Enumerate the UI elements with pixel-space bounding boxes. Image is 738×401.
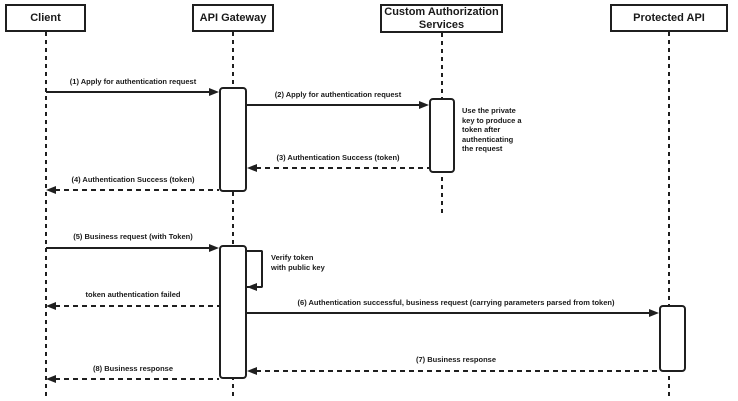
participant-box-protected-api: Protected API bbox=[610, 4, 728, 32]
message-5-line bbox=[46, 247, 210, 249]
message-8-label: (8) Business response bbox=[92, 364, 174, 373]
lifeline-client bbox=[45, 32, 47, 398]
arrowhead-right-icon bbox=[649, 309, 659, 317]
participant-box-custom-authorization-services: Custom Authorization Services bbox=[380, 4, 503, 33]
arrowhead-left-icon bbox=[46, 375, 56, 383]
participant-box-api-gateway: API Gateway bbox=[192, 4, 274, 32]
lifeline-protected-api bbox=[668, 32, 670, 397]
note-private-key: Use the private key to produce a token a… bbox=[462, 106, 522, 153]
activation-custom-authorization-services bbox=[429, 98, 455, 173]
message-1-label: (1) Apply for authentication request bbox=[69, 77, 197, 86]
arrowhead-left-icon bbox=[247, 164, 257, 172]
activation-api-gateway-2 bbox=[219, 245, 247, 379]
participant-box-client: Client bbox=[5, 4, 86, 32]
message-3-label: (3) Authentication Success (token) bbox=[276, 153, 400, 162]
arrowhead-left-icon bbox=[46, 302, 56, 310]
arrowhead-right-icon bbox=[419, 101, 429, 109]
message-6-label: (6) Authentication successful, business … bbox=[297, 298, 615, 307]
activation-api-gateway-1 bbox=[219, 87, 247, 192]
lifeline-api-gateway bbox=[232, 32, 234, 398]
message-4-label: (4) Authentication Success (token) bbox=[71, 175, 195, 184]
message-1-line bbox=[46, 91, 210, 93]
message-3-line bbox=[256, 167, 429, 169]
message-8-line bbox=[55, 378, 219, 380]
message-2-line bbox=[247, 104, 420, 106]
message-4-line bbox=[55, 189, 219, 191]
message-5-label: (5) Business request (with Token) bbox=[73, 232, 193, 241]
arrowhead-left-icon bbox=[247, 283, 257, 291]
message-2-label: (2) Apply for authentication request bbox=[274, 90, 402, 99]
message-failed-line bbox=[55, 305, 219, 307]
message-7-line bbox=[256, 370, 659, 372]
arrowhead-right-icon bbox=[209, 244, 219, 252]
message-7-label: (7) Business response bbox=[415, 355, 497, 364]
arrowhead-left-icon bbox=[247, 367, 257, 375]
arrowhead-left-icon bbox=[46, 186, 56, 194]
arrowhead-right-icon bbox=[209, 88, 219, 96]
message-failed-label: token authentication failed bbox=[85, 290, 181, 299]
message-6-line bbox=[247, 312, 650, 314]
activation-protected-api bbox=[659, 305, 686, 372]
self-message-label: Verify token with public key bbox=[271, 253, 325, 272]
